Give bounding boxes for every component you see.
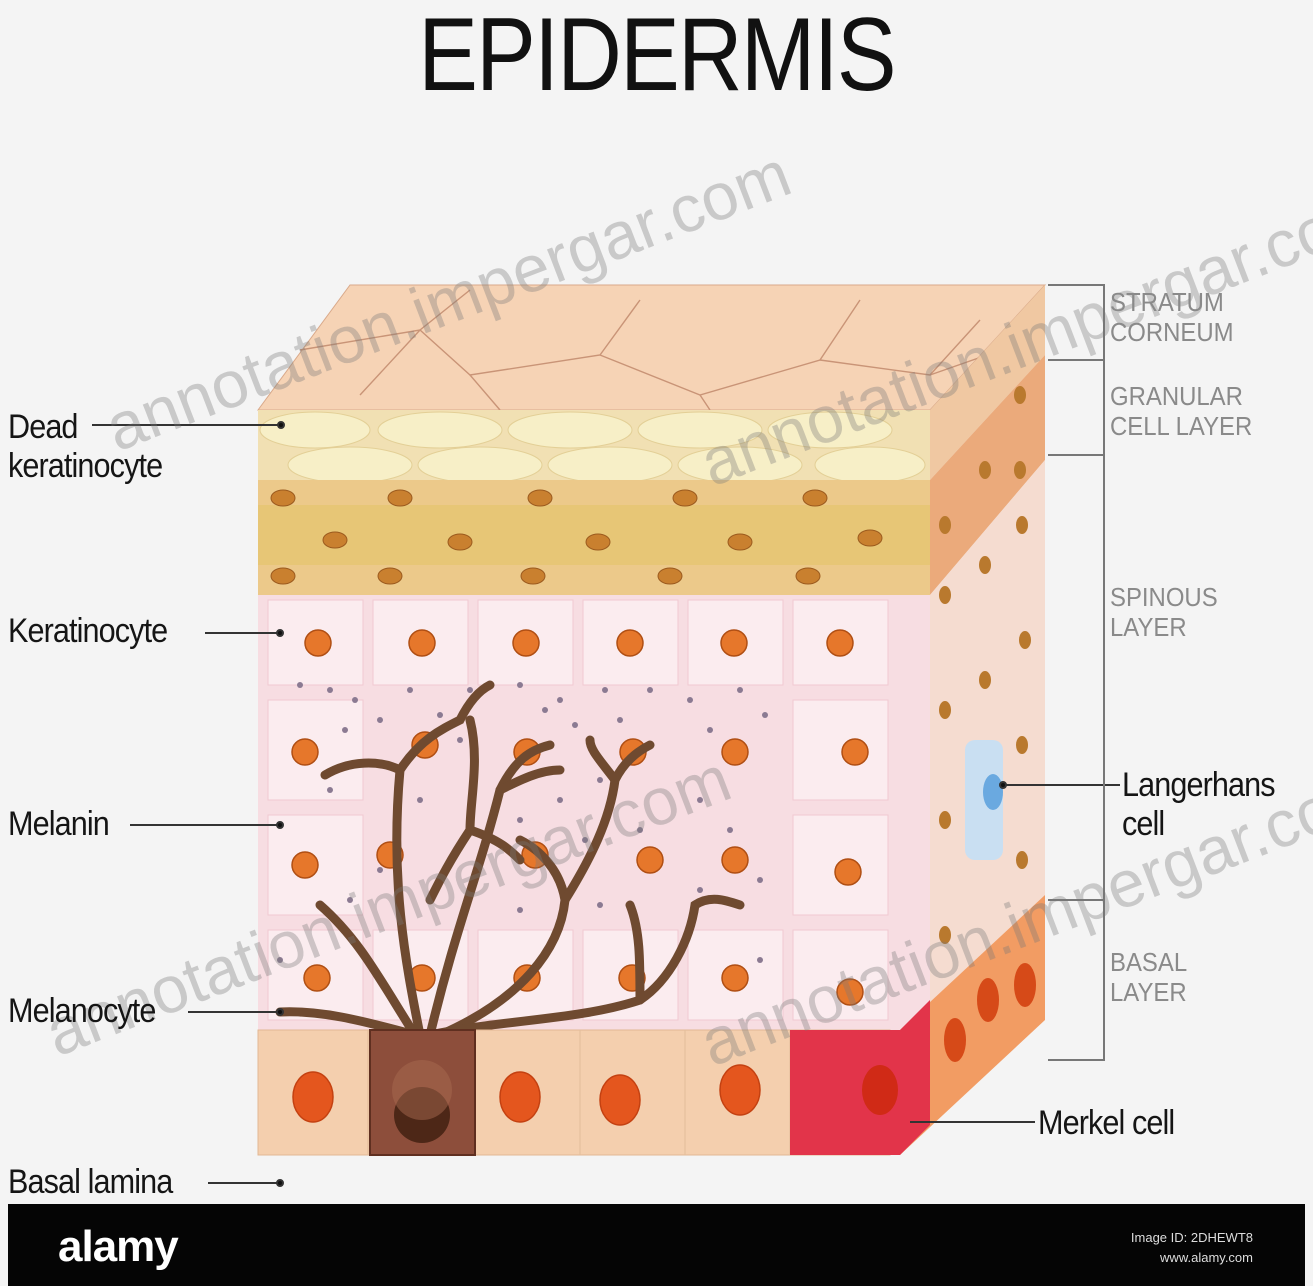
layer-stratum-corneum-2: CORNEUM (1110, 318, 1234, 346)
layer-granular-1: GRANULAR (1110, 382, 1243, 410)
label-dead-keratinocyte-2: keratinocyte (8, 448, 162, 484)
label-basal-lamina: Basal lamina (8, 1164, 172, 1200)
layer-spinous-2: LAYER (1110, 613, 1187, 641)
label-melanocyte: Melanocyte (8, 993, 155, 1029)
layer-brackets (1048, 285, 1104, 1060)
layer-spinous-1: SPINOUS (1110, 583, 1218, 611)
layer-granular-2: CELL LAYER (1110, 412, 1252, 440)
layer-basal-1: BASAL (1110, 948, 1187, 976)
label-langerhans-1: Langerhans (1122, 767, 1275, 803)
site-url: www.alamy.com (1160, 1250, 1253, 1265)
label-dead-keratinocyte-1: Dead (8, 409, 78, 445)
layer-basal-2: LAYER (1110, 978, 1187, 1006)
dead-keratinocytes (260, 412, 925, 483)
brand-logo: alamy (58, 1222, 178, 1272)
footer-bar: alamy Image ID: 2DHEWT8 www.alamy.com (8, 1204, 1305, 1286)
layer-stratum-corneum-1: STRATUM (1110, 288, 1224, 316)
label-langerhans-2: cell (1122, 806, 1164, 842)
left-pointer-lines (92, 422, 284, 1186)
label-merkel-cell: Merkel cell (1038, 1105, 1174, 1141)
image-id: Image ID: 2DHEWT8 (1131, 1230, 1253, 1245)
label-keratinocyte: Keratinocyte (8, 613, 167, 649)
stratum-corneum-top (258, 285, 1045, 410)
label-melanin: Melanin (8, 806, 109, 842)
